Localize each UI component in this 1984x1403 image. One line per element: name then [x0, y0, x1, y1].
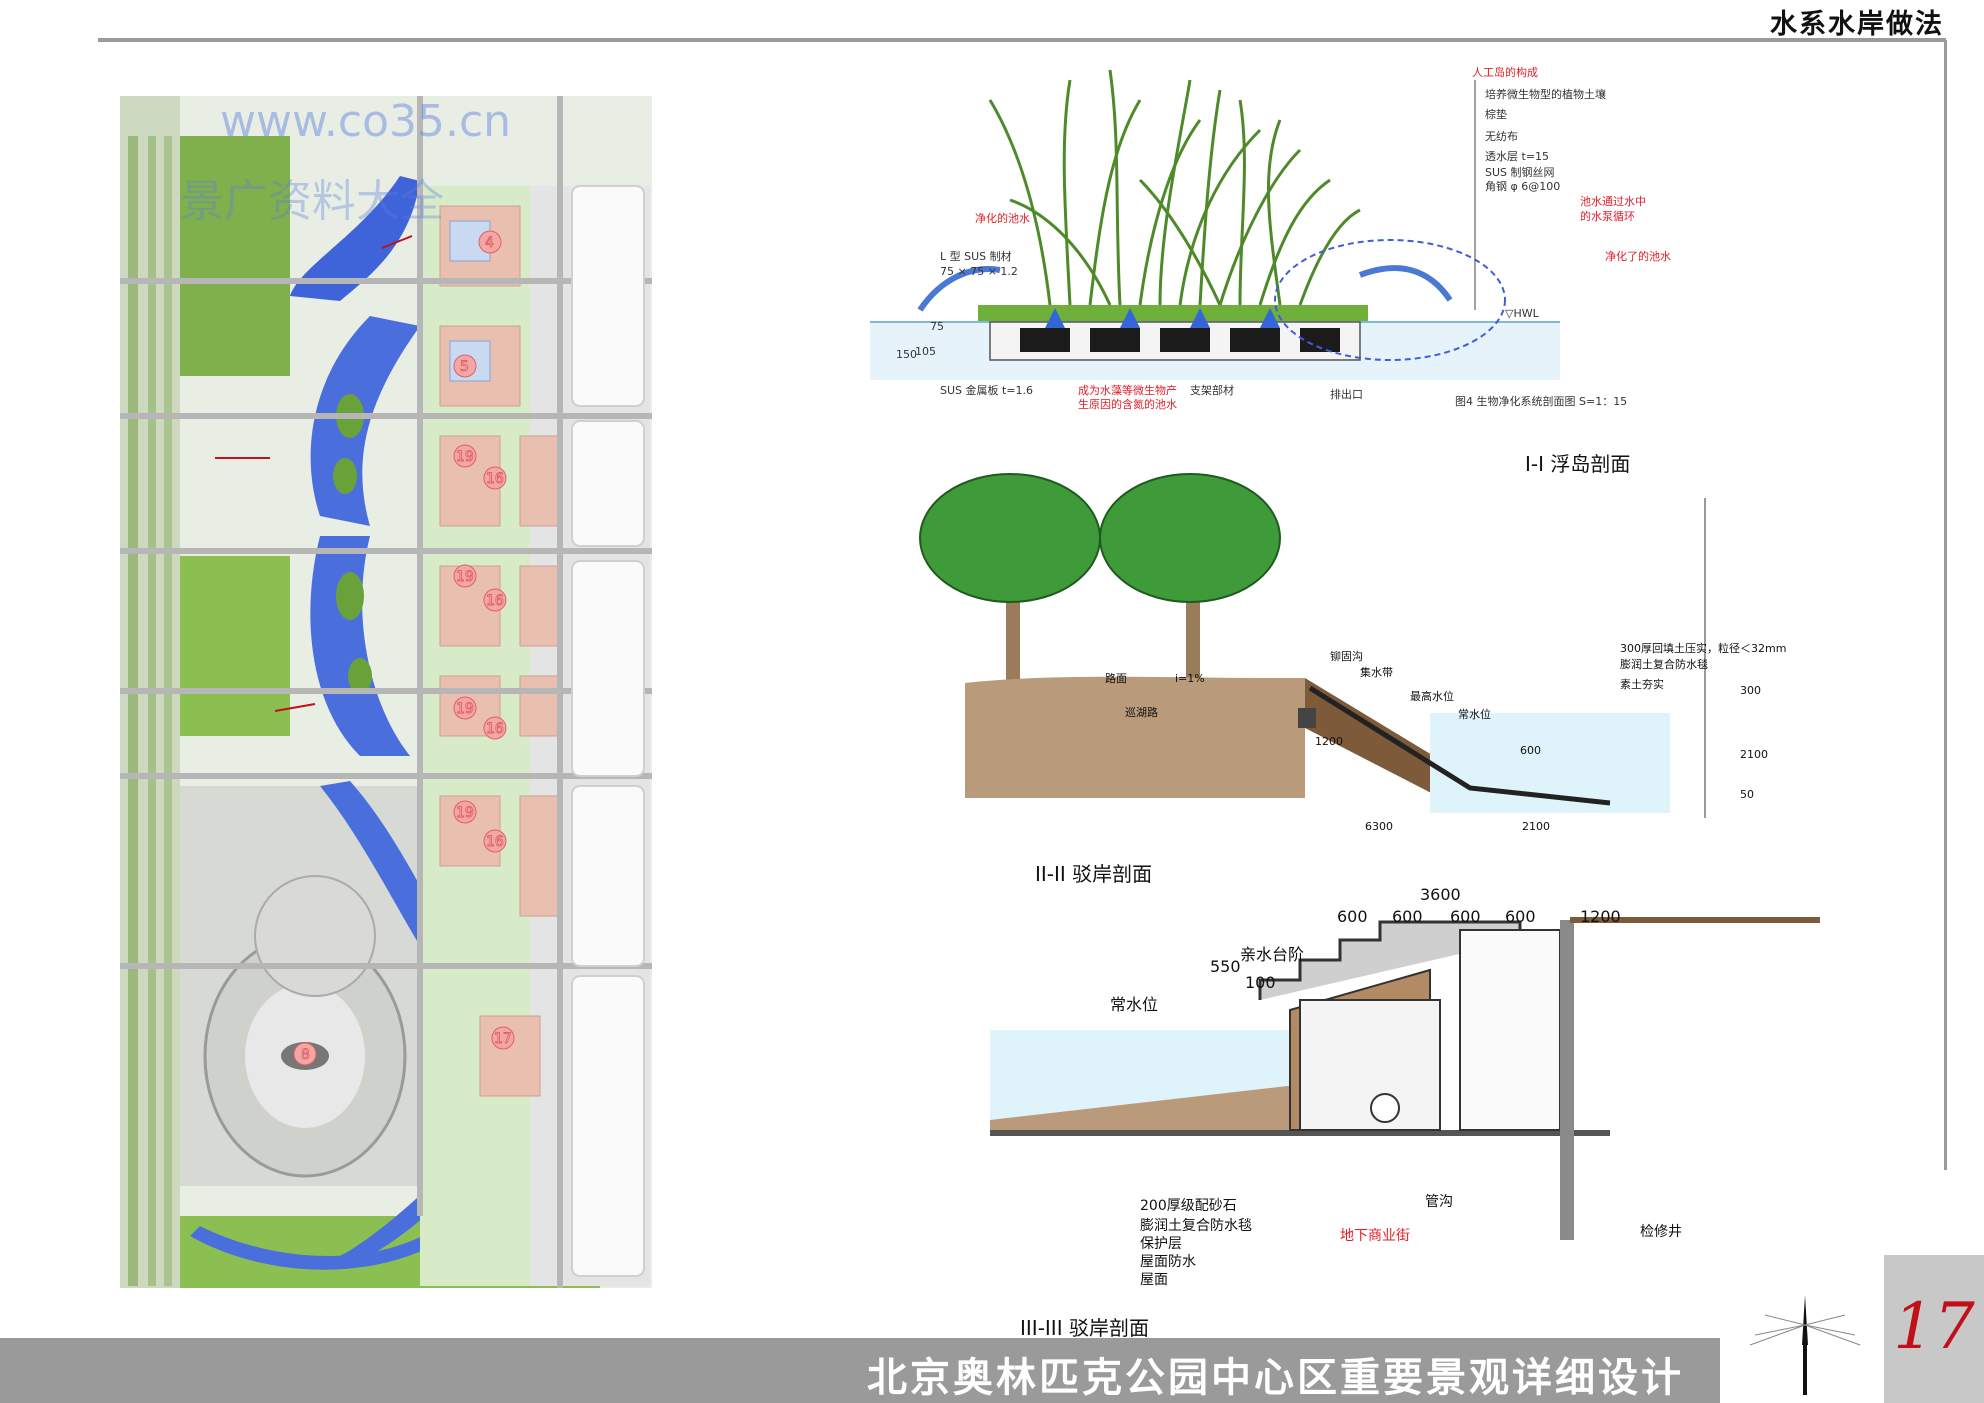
watermark-text: 景广资料大全 — [180, 176, 444, 227]
svg-text:亲水台阶: 亲水台阶 — [1240, 945, 1304, 964]
svg-text:支架部材: 支架部材 — [1190, 383, 1234, 397]
svg-text:角钢 φ 6@100: 角钢 φ 6@100 — [1485, 180, 1560, 193]
svg-text:净化了的池水: 净化了的池水 — [1605, 249, 1671, 263]
footer-bar — [0, 1338, 1720, 1403]
svg-text:SUS 制钢丝网: SUS 制钢丝网 — [1485, 166, 1555, 179]
svg-text:培养微生物型的植物土壤: 培养微生物型的植物土壤 — [1485, 87, 1606, 101]
svg-text:600: 600 — [1392, 907, 1423, 926]
svg-text:300厚回填土压实，粒径＜32mm: 300厚回填土压实，粒径＜32mm — [1620, 641, 1786, 655]
svg-text:17: 17 — [494, 1031, 512, 1047]
svg-text:检修井: 检修井 — [1640, 1224, 1682, 1240]
svg-text:600: 600 — [1505, 907, 1536, 926]
svg-text:1200: 1200 — [1315, 735, 1343, 748]
svg-text:无纺布: 无纺布 — [1485, 129, 1518, 143]
footer-title: 北京奥林匹克公园中心区重要景观详细设计 — [867, 1355, 1684, 1401]
svg-text:600: 600 — [1337, 907, 1368, 926]
svg-text:膨润土复合防水毯: 膨润土复合防水毯 — [1140, 1217, 1252, 1234]
svg-text:屋面: 屋面 — [1140, 1272, 1168, 1288]
svg-text:19: 19 — [456, 449, 474, 465]
svg-text:50: 50 — [1740, 788, 1754, 801]
site-plan-map: 4 5 19 16 19 16 19 16 19 16 8 17 www.co3… — [120, 96, 652, 1288]
svg-text:生原因的含氮的池水: 生原因的含氮的池水 — [1078, 397, 1177, 411]
svg-text:铆固沟: 铆固沟 — [1330, 649, 1363, 663]
svg-text:排出口: 排出口 — [1330, 387, 1363, 401]
caption-revetment-3: III-III 驳岸剖面 — [1020, 1316, 1149, 1340]
revetment-section-2: 铆固沟 集水带 路面 i=1% 巡湖路 最高水位 常水位 300厚回填土压实，粒… — [919, 473, 1786, 833]
svg-text:105: 105 — [915, 345, 936, 358]
svg-text:75: 75 — [930, 320, 944, 333]
reed-grass — [988, 69, 1361, 306]
svg-text:池水通过水中: 池水通过水中 — [1580, 195, 1646, 208]
svg-text:300: 300 — [1740, 684, 1761, 697]
svg-text:膨润土复合防水毯: 膨润土复合防水毯 — [1620, 657, 1708, 671]
svg-text:i=1%: i=1% — [1175, 672, 1205, 685]
watermark-url: www.co35.cn — [220, 96, 511, 147]
svg-text:巡湖路: 巡湖路 — [1125, 706, 1158, 719]
tree-row — [128, 136, 172, 1286]
right-divider — [1944, 40, 1947, 1170]
svg-text:6300: 6300 — [1365, 820, 1393, 833]
svg-text:2100: 2100 — [1740, 748, 1768, 761]
svg-text:常水位: 常水位 — [1110, 995, 1158, 1014]
plot-markers: 4 5 19 16 19 16 19 16 19 16 8 17 — [293, 230, 515, 1066]
top-divider — [98, 38, 1946, 42]
svg-text:16: 16 — [486, 721, 504, 737]
svg-text:素土夯实: 素土夯实 — [1620, 677, 1664, 691]
tree-icon — [1099, 473, 1281, 698]
page-title: 水系水岸做法 — [1770, 9, 1944, 40]
svg-text:▽HWL: ▽HWL — [1505, 307, 1540, 320]
svg-text:4: 4 — [485, 235, 494, 251]
svg-text:L 型 SUS 制材: L 型 SUS 制材 — [940, 249, 1012, 263]
svg-text:75 × 75 × 1.2: 75 × 75 × 1.2 — [940, 265, 1018, 278]
svg-text:550: 550 — [1210, 957, 1241, 976]
svg-text:16: 16 — [486, 593, 504, 609]
svg-text:保护层: 保护层 — [1140, 1236, 1182, 1252]
svg-text:2100: 2100 — [1522, 820, 1550, 833]
svg-text:19: 19 — [456, 805, 474, 821]
svg-text:8: 8 — [301, 1047, 310, 1063]
svg-text:16: 16 — [486, 471, 504, 487]
svg-text:600: 600 — [1520, 744, 1541, 757]
svg-text:地下商业街: 地下商业街 — [1340, 1228, 1410, 1244]
svg-text:19: 19 — [456, 569, 474, 585]
svg-text:5: 5 — [460, 359, 469, 375]
svg-text:人工岛的构成: 人工岛的构成 — [1472, 65, 1538, 79]
tree-icon — [919, 473, 1101, 698]
caption-revetment-2: II-II 驳岸剖面 — [1035, 862, 1153, 886]
page-number: 17 — [1893, 1290, 1975, 1364]
page-number-box — [1884, 1255, 1984, 1403]
svg-text:SUS 金属板 t=1.6: SUS 金属板 t=1.6 — [940, 383, 1033, 397]
svg-text:路面: 路面 — [1105, 672, 1127, 685]
olympic-logo-icon — [1749, 1295, 1861, 1395]
svg-text:最高水位: 最高水位 — [1410, 689, 1454, 703]
svg-text:16: 16 — [486, 834, 504, 850]
svg-text:透水层 t=15: 透水层 t=15 — [1485, 150, 1549, 163]
svg-text:屋面防水: 屋面防水 — [1140, 1254, 1196, 1270]
svg-text:1200: 1200 — [1580, 907, 1621, 926]
svg-text:200厚级配砂石: 200厚级配砂石 — [1140, 1198, 1237, 1214]
svg-text:常水位: 常水位 — [1458, 707, 1491, 721]
float-island-section: L 型 SUS 制材 75 × 75 × 1.2 SUS 金属板 t=1.6 支… — [870, 65, 1671, 411]
svg-text:成为水藻等微生物产: 成为水藻等微生物产 — [1078, 383, 1177, 397]
svg-text:管沟: 管沟 — [1425, 1194, 1453, 1210]
svg-text:19: 19 — [456, 701, 474, 717]
svg-text:150: 150 — [896, 348, 917, 361]
svg-text:100: 100 — [1245, 973, 1276, 992]
svg-text:净化的池水: 净化的池水 — [975, 211, 1030, 225]
svg-text:3600: 3600 — [1420, 885, 1461, 904]
svg-text:图4 生物净化系统剖面图 S=1：15: 图4 生物净化系统剖面图 S=1：15 — [1455, 394, 1627, 408]
svg-text:棕垫: 棕垫 — [1485, 107, 1507, 121]
svg-text:集水带: 集水带 — [1360, 665, 1393, 679]
revetment-section-3: 3600 600 600 600 600 1200 亲水台阶 常水位 550 1… — [990, 885, 1820, 1288]
island-planting-bed — [978, 305, 1368, 321]
svg-text:600: 600 — [1450, 907, 1481, 926]
svg-text:的水泵循环: 的水泵循环 — [1580, 209, 1635, 223]
caption-float-island-text: I-I 浮岛剖面 — [1525, 452, 1631, 476]
